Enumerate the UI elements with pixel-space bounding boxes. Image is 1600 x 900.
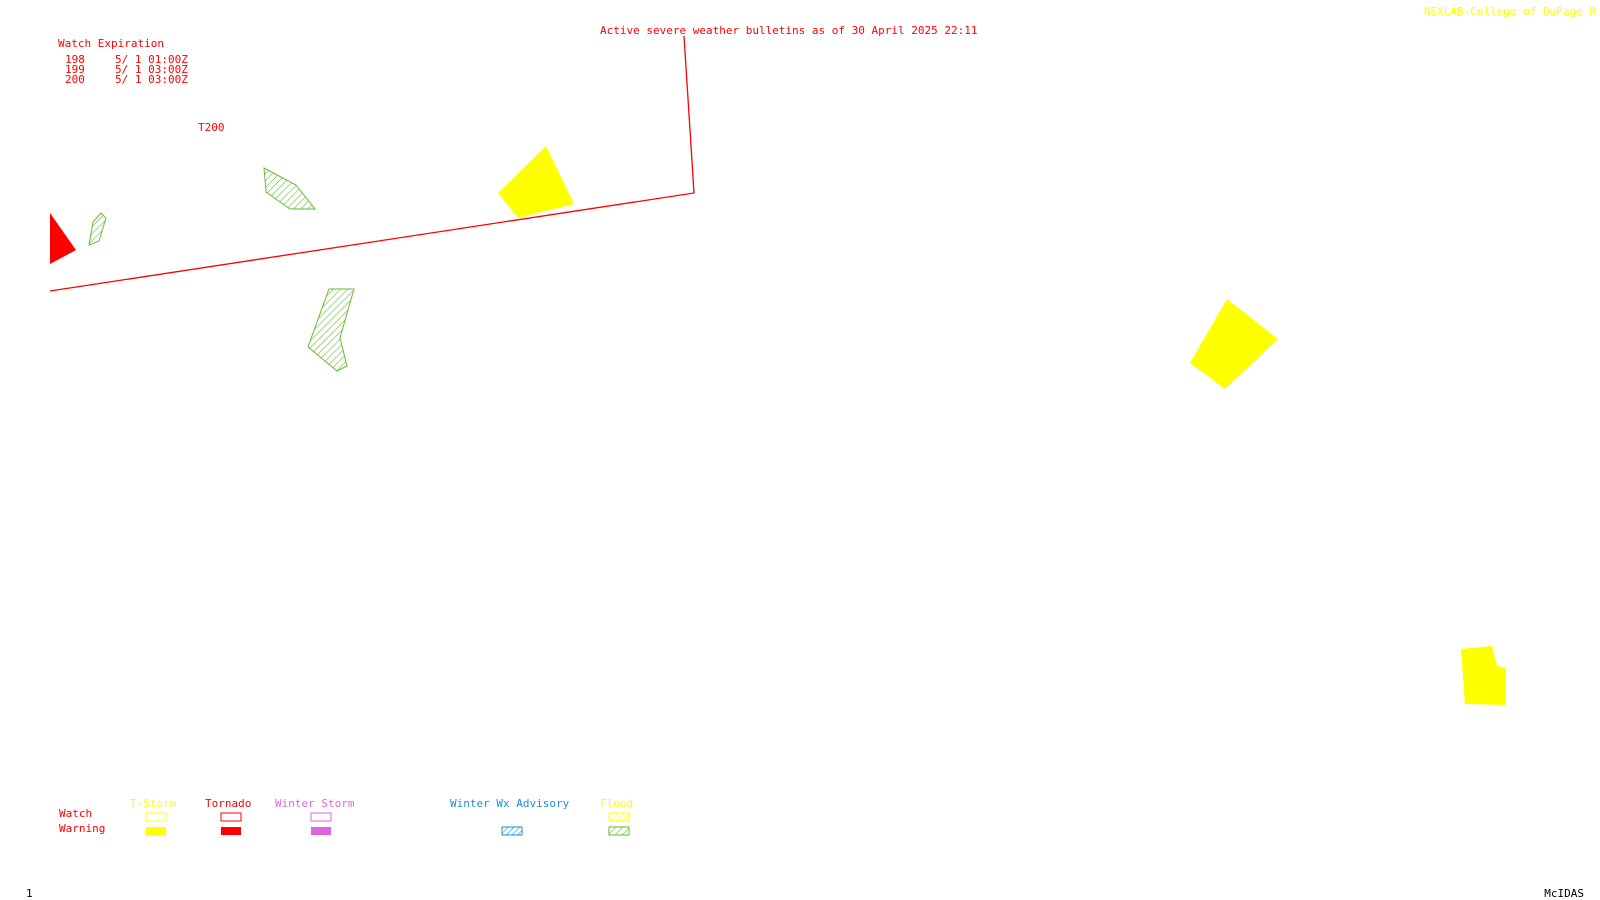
legend-winter-storm-watch-swatch	[310, 812, 332, 822]
legend-tornado-warning-swatch	[221, 827, 241, 835]
watch-expiration: 5/ 1 01:00Z	[115, 53, 188, 66]
watch-expiration: 5/ 1 03:00Z	[115, 73, 188, 86]
legend-tornado-label: Tornado	[205, 797, 251, 810]
legend-flood-warning-swatch	[608, 826, 630, 836]
legend-flood-watch-swatch	[608, 812, 630, 822]
legend-winter-advisory-label: Winter Wx Advisory	[450, 797, 570, 810]
legend-row-watch: Watch	[59, 807, 92, 820]
legend-tstorm-label: T-Storm	[130, 797, 177, 810]
watch-expiration: 5/ 1 03:00Z	[115, 63, 188, 76]
legend-tornado-watch-swatch	[220, 812, 242, 822]
watch-table-heading: Watch Expiration	[58, 37, 164, 50]
legend-winter-storm-label: Winter Storm	[275, 797, 355, 810]
watch-number: 200	[65, 73, 85, 86]
legend-winter-storm-warning-swatch	[311, 827, 331, 835]
tstorm-warning-polygon	[498, 146, 574, 218]
bulletin-title: Active severe weather bulletins as of 30…	[600, 24, 978, 37]
flood-warning-polygon	[88, 212, 107, 246]
frame-number: 1	[26, 887, 33, 900]
tornado-watch-boundary	[49, 35, 695, 292]
legend-row-warning: Warning	[59, 822, 105, 835]
watch-area-label: T200	[198, 121, 225, 134]
flood-warning-polygon	[263, 167, 317, 210]
watch-number: 198	[65, 53, 85, 66]
legend-tstorm-watch-swatch	[145, 812, 167, 822]
credit-text: NEXLAB-College of DuPage R	[1424, 5, 1597, 18]
software-name: McIDAS	[1544, 887, 1584, 900]
flood-warning-polygon	[307, 288, 355, 372]
tstorm-warning-polygon	[1190, 299, 1278, 389]
legend-tstorm-warning-swatch	[146, 827, 166, 835]
legend-flood-label: Flood	[600, 797, 633, 810]
watch-number: 199	[65, 63, 85, 76]
tornado-warning-polygon	[50, 213, 76, 264]
tstorm-warning-polygon	[1461, 646, 1506, 705]
legend-winter-advisory-swatch	[501, 826, 523, 836]
